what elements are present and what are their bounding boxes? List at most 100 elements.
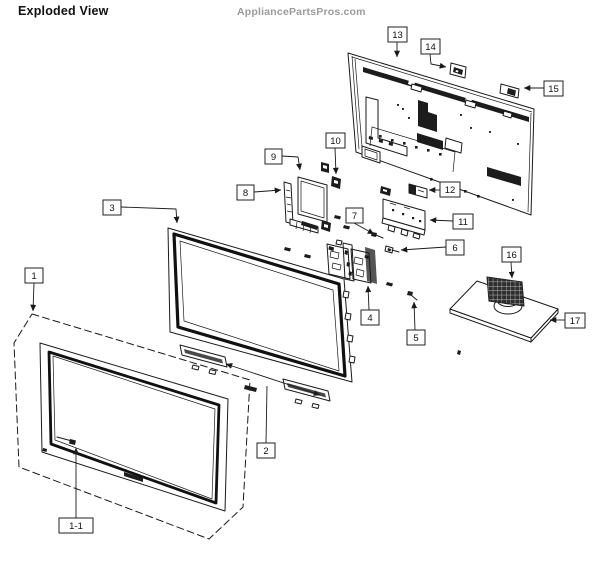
bottom-bracket-11 <box>381 198 426 240</box>
callout-leader-6 <box>400 246 447 253</box>
callout-9: 9 <box>264 148 303 171</box>
callout-label-6: 6 <box>452 243 457 254</box>
stand-guide <box>486 276 525 307</box>
callout-1: 1 <box>24 267 44 312</box>
callout-label-5: 5 <box>413 333 418 344</box>
callout-leader-11 <box>429 217 454 224</box>
callout-label-1-1: 1-1 <box>69 521 83 532</box>
callout-label-8: 8 <box>243 188 248 199</box>
callout-label-17: 17 <box>570 316 581 327</box>
vent-slot-a <box>418 100 437 132</box>
vent-slot-b <box>417 133 443 150</box>
callout-box-12 <box>439 181 461 198</box>
callout-leader-2 <box>265 385 268 444</box>
pcb-right <box>350 248 372 284</box>
callout-leader-8 <box>253 187 282 194</box>
callout-leader-9 <box>281 155 303 171</box>
callout-13: 13 <box>387 26 408 58</box>
function-part-1-1 <box>56 436 73 442</box>
connector-recess <box>369 126 456 173</box>
callout-leader-4 <box>365 285 372 311</box>
lcd-panel <box>167 227 356 392</box>
back-cover <box>347 52 535 216</box>
cap-15 <box>499 83 520 99</box>
page-title: Exploded View <box>18 4 109 18</box>
label-plate <box>444 137 463 154</box>
callout-1-1: 1-1 <box>58 447 94 534</box>
callout-label-14: 14 <box>425 42 436 53</box>
callout-box-4 <box>360 309 380 326</box>
callout-12: 12 <box>428 181 461 198</box>
callout-label-16: 16 <box>506 250 517 261</box>
cover-vent-outline <box>365 96 408 157</box>
callout-11: 11 <box>429 213 474 230</box>
callout-box-16 <box>501 246 522 263</box>
callout-box-13 <box>387 26 408 43</box>
callout-box-5 <box>406 329 426 346</box>
callout-box-3 <box>102 199 122 216</box>
bezel-opening <box>47 350 221 505</box>
callout-label-2: 2 <box>263 446 268 457</box>
callout-16: 16 <box>501 246 522 279</box>
screw-5 <box>407 291 413 296</box>
callout-leader-1 <box>30 282 37 312</box>
callout-box-7 <box>345 207 364 224</box>
speakers <box>179 344 331 409</box>
callout-box-1-1 <box>58 517 94 534</box>
clip-12 <box>408 183 428 199</box>
callout-5: 5 <box>406 301 426 346</box>
bezel-inner-line <box>52 355 216 500</box>
watermark-text: AppliancePartsPros.com <box>237 6 366 18</box>
vent-slot-c <box>487 167 521 186</box>
cover-top-stripe <box>363 67 529 122</box>
callout-leader-14 <box>429 53 447 69</box>
callout-leader-16 <box>508 261 515 279</box>
pcb-center <box>342 242 355 282</box>
callout-10: 10 <box>325 132 346 175</box>
callout-box-10 <box>325 132 346 149</box>
callout-box-9 <box>264 148 283 165</box>
callout-box-1 <box>24 267 44 284</box>
callout-label-4: 4 <box>367 313 372 324</box>
callout-leader-3 <box>120 206 180 224</box>
callout-label-7: 7 <box>352 211 357 222</box>
main-pcb-assembly <box>326 239 377 284</box>
callout-label-9: 9 <box>271 152 276 163</box>
stand <box>449 276 559 343</box>
callout-3: 3 <box>102 199 180 224</box>
callout-label-15: 15 <box>548 84 559 95</box>
assembly-dashed-outline <box>13 313 251 540</box>
cover-holes <box>397 104 519 201</box>
bezel-logo-bar <box>124 472 143 482</box>
power-inlet <box>361 145 381 164</box>
callout-7: 7 <box>345 207 375 235</box>
callout-label-10: 10 <box>330 136 341 147</box>
callout-15: 15 <box>523 80 564 97</box>
callout-box-14 <box>420 38 441 55</box>
callout-box-17 <box>564 312 586 329</box>
panel-frame <box>172 232 347 378</box>
clips-and-screws <box>284 162 461 355</box>
callout-layer: 1 1-1 2 3 4 5 6 7 8 9 10 11 12 13 14 15 16 17 <box>24 26 586 534</box>
callout-box-8 <box>236 184 255 201</box>
callout-leader-7 <box>353 222 375 235</box>
callout-label-3: 3 <box>109 203 114 214</box>
front-bezel-assembly <box>13 313 251 540</box>
callout-6: 6 <box>400 239 465 256</box>
callout-box-15 <box>543 80 564 97</box>
callout-17: 17 <box>549 312 586 329</box>
callout-2: 2 <box>256 385 276 459</box>
callout-box-11 <box>452 213 474 230</box>
callout-label-13: 13 <box>392 30 403 41</box>
callout-box-6 <box>445 239 465 256</box>
callout-4: 4 <box>360 285 380 326</box>
callout-14: 14 <box>420 38 447 69</box>
callout-label-1: 1 <box>31 271 36 282</box>
shield-plate <box>297 176 328 223</box>
callout-label-12: 12 <box>445 185 456 196</box>
callout-leader-5 <box>411 301 418 331</box>
callout-8: 8 <box>236 184 282 201</box>
callout-leader-10 <box>332 147 339 175</box>
